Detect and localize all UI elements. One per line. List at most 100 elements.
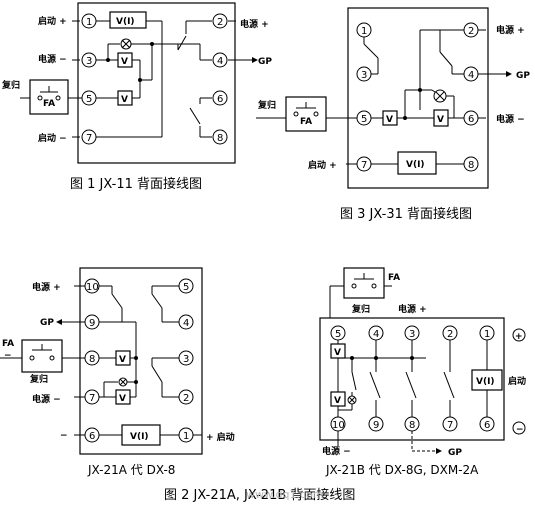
jx31-terminal-4-number: 4 <box>468 70 474 81</box>
jx11-caption: 图 1 JX-11 背面接线图 <box>70 176 202 192</box>
jx21b-v2-label: V <box>334 396 341 406</box>
jx21b-label-power-plus: 电源 + <box>398 303 427 315</box>
jx21a-terminal-4-number: 4 <box>183 318 189 329</box>
jx21b-terminal-7-number: 7 <box>447 420 453 431</box>
jx21b-terminal-8-number: 8 <box>409 420 415 431</box>
jx11-terminal-1-number: 1 <box>86 17 92 28</box>
jx11-terminal-8-number: 8 <box>217 133 223 144</box>
watermark: www.dq1.com <box>246 488 323 501</box>
jx31-terminal-2-number: 2 <box>468 26 474 37</box>
jx31-terminal-1-number: 1 <box>361 26 367 37</box>
jx11-label-power-minus: 电源 − <box>38 53 67 65</box>
jx21b-label-gp: GP <box>448 448 462 458</box>
jx21a-contact-10-9 <box>111 293 123 309</box>
jx31-label-reset: 复归 <box>257 99 276 111</box>
figure-jx-21b: FA 复归 电源 + + 启动 − 电源 − GP 5 4 3 2 1 10 9… <box>319 267 526 477</box>
jx21a-label-fa: FA <box>2 339 14 349</box>
jx11-vi-label: V(I) <box>116 17 135 27</box>
jx11-v1-label: V <box>121 57 128 67</box>
jx21a-subtitle: JX-21A 代 DX-8 <box>87 463 175 477</box>
jx21b-contact-3-8 <box>405 371 417 399</box>
jx31-terminal-8-number: 8 <box>468 160 474 171</box>
jx11-terminal-4 <box>212 52 228 68</box>
jx21b-label-reset: 复归 <box>351 303 370 315</box>
jx31-v1-label: V <box>386 115 393 125</box>
jx21b-vi-label: V(I) <box>476 377 495 387</box>
jx21a-terminal-6-number: 6 <box>89 431 95 442</box>
jx11-terminal-8 <box>212 129 228 145</box>
jx21a-label-power-minus: 电源 − <box>32 393 61 405</box>
jx21b-terminal-4-number: 4 <box>373 329 379 340</box>
jx21b-terminal-6-number: 6 <box>484 420 490 431</box>
jx21b-label-power-minus: 电源 − <box>322 445 351 457</box>
jx11-fa-reset-button-icon <box>29 79 69 115</box>
jx31-label-start-plus: 启动 + <box>308 159 337 171</box>
jx21b-terminal-3-number: 3 <box>409 329 415 340</box>
jx11-contact-6-8 <box>189 107 201 125</box>
jx11-terminal-4-number: 4 <box>217 56 223 67</box>
jx11-terminal-7-number: 7 <box>86 133 92 144</box>
fig2-caption: 图 2 JX-21A, JX-21B 背面接线图 <box>164 487 355 503</box>
jx21b-contact-4-9 <box>369 371 381 399</box>
jx21a-label-gp: GP <box>40 318 54 328</box>
jx11-label-start-plus: 启动 + <box>38 15 67 27</box>
jx21a-label-minus: − <box>60 431 68 441</box>
jx21b-terminal-1-number: 1 <box>484 329 490 340</box>
jx31-caption: 图 3 JX-31 背面接线图 <box>340 206 472 222</box>
jx21b-fa-reset-button-icon <box>343 267 385 299</box>
jx11-terminal-6 <box>212 90 228 106</box>
jx31-vi-label: V(I) <box>406 160 425 170</box>
jx11-terminal-5-number: 5 <box>86 94 92 105</box>
jx11-terminal-6-number: 6 <box>217 94 223 105</box>
jx21a-label-fa-minus: − <box>4 351 12 361</box>
jx21b-plus-sign-icon <box>512 328 526 342</box>
jx21b-contact-2-7 <box>443 371 455 399</box>
jx11-vi-coil <box>109 11 147 29</box>
jx21a-terminal-2-number: 2 <box>183 393 189 404</box>
jx21a-terminal-10-number: 10 <box>86 282 99 293</box>
jx21a-contact-3-2 <box>151 365 163 383</box>
figure-jx-31: 电源 + GP 复归 电源 − 启动 + 1 2 3 4 5 6 7 8 <box>256 7 530 222</box>
jx11-label-reset: 复归 <box>1 79 20 91</box>
jx21a-terminal-5-number: 5 <box>183 282 189 293</box>
jx31-vi-coil <box>397 151 437 175</box>
jx21a-terminal-7-number: 7 <box>89 393 95 404</box>
jx21b-minus-sign-icon <box>512 421 526 435</box>
jx31-label-power-minus: 电源 − <box>496 113 525 125</box>
jx21b-v1-label: V <box>334 348 341 358</box>
jx21b-plus-sign-label: + <box>515 332 523 342</box>
jx31-label-power-plus: 电源 + <box>496 24 525 36</box>
jx11-fa-label: FA <box>43 99 55 109</box>
jx21b-terminal-2-number: 2 <box>447 329 453 340</box>
jx21a-label-reset: 复归 <box>29 373 48 385</box>
jx31-contact-1-3 <box>363 43 379 59</box>
jx11-relay-housing <box>77 2 236 164</box>
jx21a-label-power-plus: 电源 + <box>32 281 61 293</box>
jx31-label-gp: GP <box>516 71 530 81</box>
jx11-terminal-2 <box>212 13 228 29</box>
jx21b-label-start: 启动 <box>508 375 526 387</box>
figure-jx-21a: 电源 + GP FA − 复归 电源 − − + 启动 10 5 9 4 8 3… <box>0 267 235 477</box>
jx21b-subtitle: JX-21B 代 DX-8G, DXM-2A <box>325 463 479 477</box>
jx21a-terminal-1-number: 1 <box>183 431 189 442</box>
jx31-contact-2-4 <box>439 51 453 67</box>
jx11-label-start-minus: 启动 − <box>38 132 67 144</box>
jx21a-v2-label: V <box>119 394 126 404</box>
jx11-terminal-2-number: 2 <box>217 17 223 28</box>
jx21b-minus-sign-label: − <box>516 425 524 435</box>
jx31-terminal-3-number: 3 <box>361 70 367 81</box>
jx31-v2-label: V <box>437 115 444 125</box>
jx31-terminal-5-number: 5 <box>361 114 367 125</box>
jx21b-terminal-10-number: 10 <box>332 420 345 431</box>
jx21a-vi-label: V(I) <box>130 432 149 442</box>
jx21a-terminal-8-number: 8 <box>89 354 95 365</box>
jx31-fa-label: FA <box>300 117 312 127</box>
figure-jx-11: 启动 + 电源 + 电源 − GP 复归 启动 − 1 2 3 4 5 6 7 … <box>1 2 272 192</box>
jx11-v2-label: V <box>121 95 128 105</box>
jx21a-terminal-9-number: 9 <box>89 318 95 329</box>
jx21b-terminal-5-number: 5 <box>335 329 341 340</box>
jx21b-label-fa: FA <box>388 273 400 283</box>
jx21b-terminal-9-number: 9 <box>373 420 379 431</box>
jx31-terminal-6-number: 6 <box>468 114 474 125</box>
